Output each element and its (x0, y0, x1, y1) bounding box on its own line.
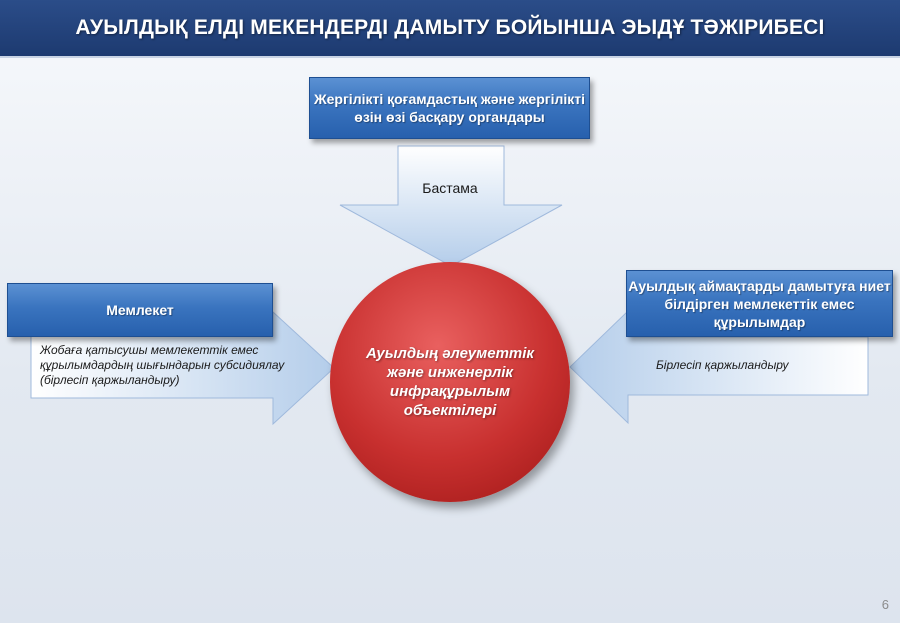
state-label: Мемлекет (106, 302, 174, 318)
page-number: 6 (881, 597, 889, 612)
state-box: Мемлекет (7, 283, 273, 337)
infrastructure-circle: Ауылдың әлеуметтік және инженерлік инфра… (330, 262, 570, 502)
title-bar: АУЫЛДЫҚ ЕЛДІ МЕКЕНДЕРДІ ДАМЫТУ БОЙЫНША Э… (0, 0, 900, 58)
non-state-entities-label: Ауылдық аймақтарды дамытуға ниет білдірг… (628, 277, 891, 330)
top-arrow (339, 145, 563, 267)
left-arrow (30, 310, 335, 426)
slide-title: АУЫЛДЫҚ ЕЛДІ МЕКЕНДЕРДІ ДАМЫТУ БОЙЫНША Э… (75, 16, 825, 39)
infrastructure-label: Ауылдың әлеуметтік және инженерлік инфра… (365, 345, 535, 419)
initiative-label: Бастама (422, 180, 478, 196)
cofinancing-label: Бірлесіп қаржыландыру (656, 358, 789, 372)
subsidy-label: Жобаға қатысушы мемлекеттік емес құрылым… (40, 343, 285, 387)
local-community-box: Жергілікті қоғамдастық және жергілікті ө… (309, 77, 590, 139)
local-community-label: Жергілікті қоғамдастық және жергілікті ө… (313, 91, 586, 125)
non-state-entities-box: Ауылдық аймақтарды дамытуға ниет білдірг… (626, 270, 893, 337)
